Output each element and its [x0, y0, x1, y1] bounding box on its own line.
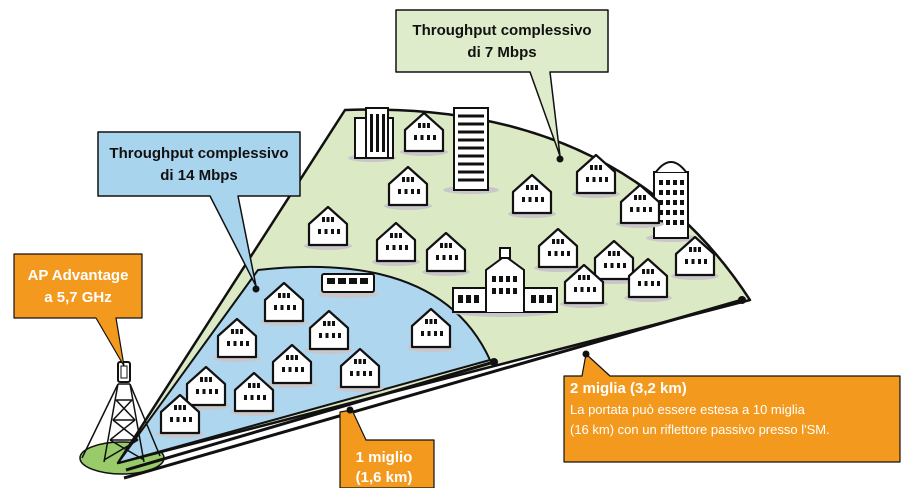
ap-label-line2: a 5,7 GHz [44, 289, 112, 306]
range-end-marker-outer [738, 296, 746, 304]
two-miles-callout-box [563, 353, 901, 463]
one-mile-callout: 1 miglio (1,6 km) [339, 406, 435, 488]
inner-throughput-line1: Throughput complessivo [109, 145, 288, 162]
two-miles-note-line1: La portata può essere estesa a 10 miglia [570, 402, 805, 417]
ap-callout: AP Advantage a 5,7 GHz [13, 253, 143, 367]
building-skyscraper-icon [443, 107, 499, 194]
range-line-inner [125, 360, 495, 472]
ap-label-line1: AP Advantage [28, 267, 129, 284]
outer-throughput-line1: Throughput complessivo [412, 22, 591, 39]
two-miles-note-line2: (16 km) con un riflettore passivo presso… [570, 422, 830, 437]
range-end-marker-inner [490, 358, 498, 366]
ap-tower-icon [81, 361, 161, 463]
two-miles-title: 2 miglia (3,2 km) [570, 380, 687, 397]
building-bus-icon [318, 273, 378, 298]
inner-throughput-callout: Throughput complessivo di 14 Mbps [97, 131, 301, 293]
one-mile-label-line2: (1,6 km) [356, 469, 413, 486]
building-tower-1-icon [348, 107, 396, 162]
outer-throughput-line2: di 7 Mbps [467, 44, 536, 61]
building-school-icon [452, 247, 558, 317]
inner-throughput-line2: di 14 Mbps [160, 167, 238, 184]
range-line-outer [123, 298, 743, 480]
one-mile-label-line1: 1 miglio [356, 449, 413, 466]
outer-throughput-callout: Throughput complessivo di 7 Mbps [395, 9, 609, 163]
two-miles-note: 2 miglia (3,2 km) La portata può essere … [570, 380, 898, 439]
